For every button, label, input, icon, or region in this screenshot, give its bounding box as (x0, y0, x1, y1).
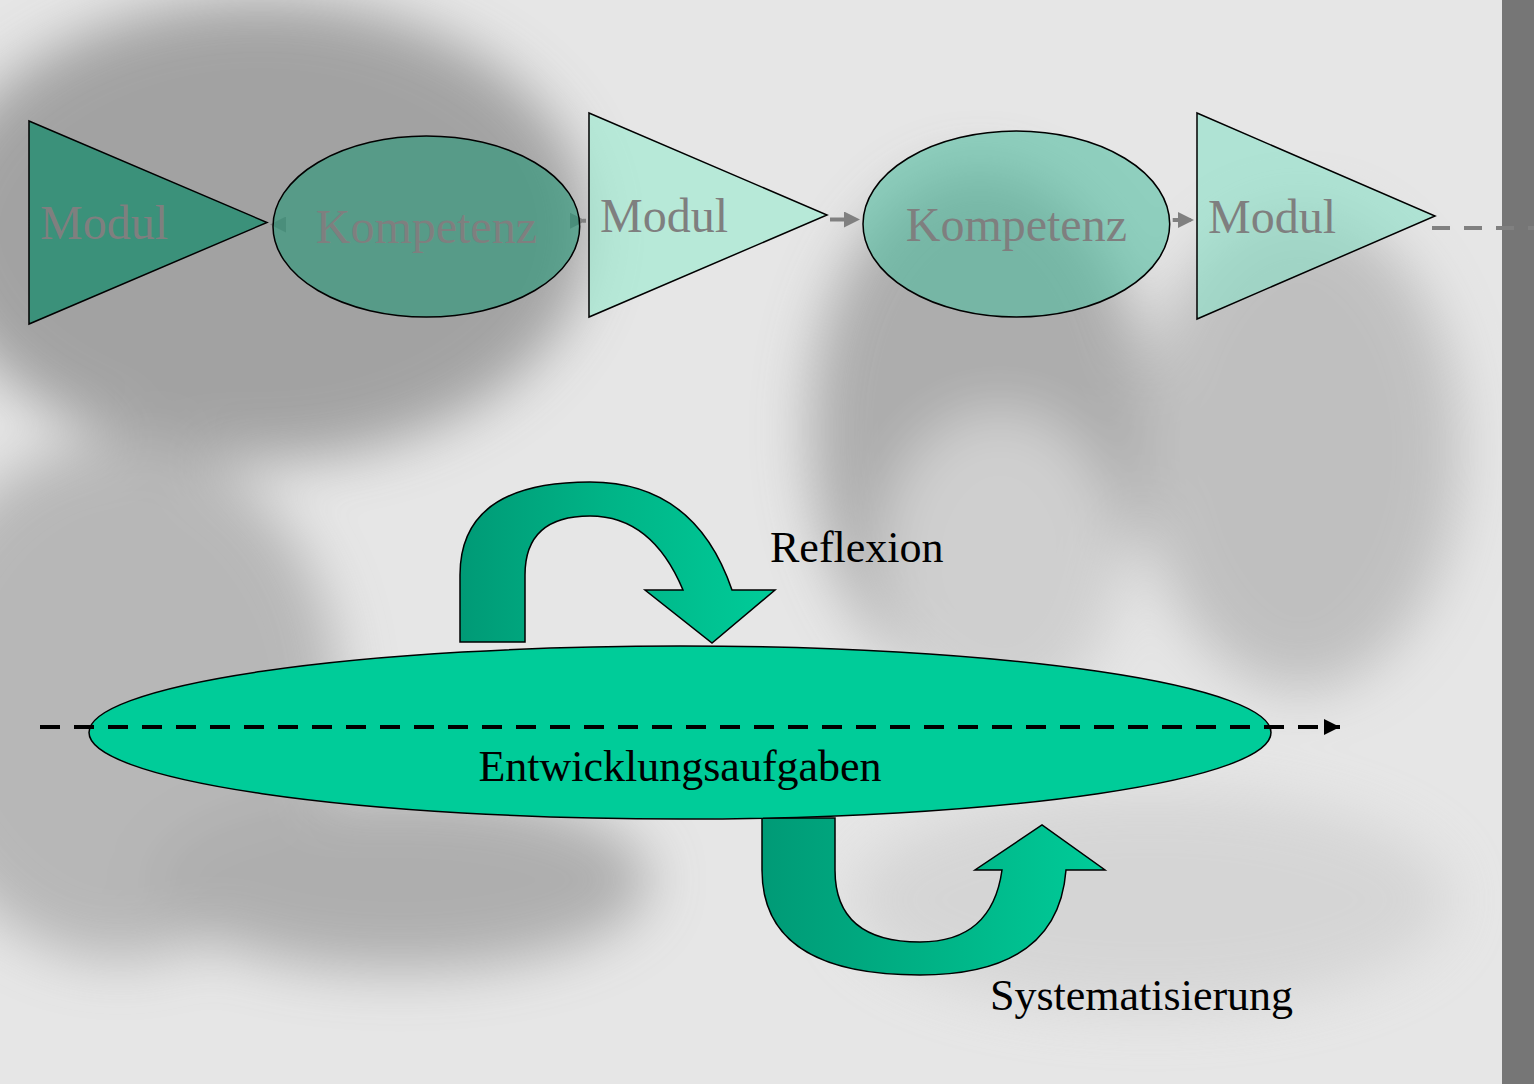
module-triangle: Modul (28, 120, 268, 325)
time-axis (40, 725, 1340, 729)
dashed-arrow (830, 218, 860, 222)
node-label: Modul (600, 188, 728, 243)
node-label: Modul (40, 195, 168, 250)
ellipse-outline (88, 645, 1272, 820)
node-label: Modul (1208, 189, 1336, 244)
dashed-arrow (1173, 218, 1194, 222)
module-triangle: Modul (588, 112, 828, 318)
tasks-ellipse: Entwicklungsaufgaben (88, 645, 1272, 820)
competence-ellipse: Kompetenz (862, 130, 1171, 318)
node-label: Entwicklungsaufgaben (478, 741, 881, 792)
dashed-arrow (268, 223, 272, 227)
process-label: Systematisierung (990, 970, 1293, 1021)
competence-ellipse: Kompetenz (272, 135, 581, 318)
dashed-arrow (583, 219, 586, 223)
process-label: Reflexion (770, 522, 944, 573)
module-triangle: Modul (1196, 112, 1436, 320)
node-label: Kompetenz (316, 199, 537, 254)
node-label: Kompetenz (906, 197, 1127, 252)
